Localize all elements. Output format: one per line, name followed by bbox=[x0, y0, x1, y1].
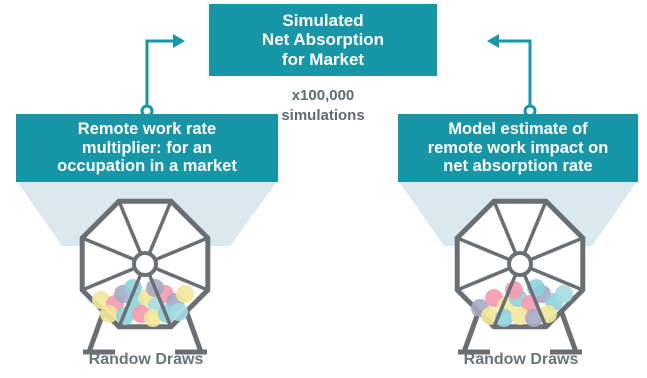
lottery-ball bbox=[481, 307, 499, 325]
simulation-count-value: x100,000 bbox=[291, 87, 355, 104]
lottery-wheel-icon bbox=[79, 198, 211, 355]
lottery-ball bbox=[170, 303, 188, 321]
right-box-line-2: remote work impact on bbox=[427, 138, 609, 157]
lottery-ball bbox=[511, 307, 529, 325]
lottery-ball bbox=[92, 291, 110, 309]
left-box-line-1: Remote work rate bbox=[77, 119, 217, 138]
arrow-right-icon bbox=[173, 34, 185, 48]
simulation-count-label: simulations bbox=[281, 106, 365, 124]
left-box-line-2: multiplier: for an bbox=[81, 138, 213, 157]
left-box-line-3: occupation in a market bbox=[57, 157, 237, 176]
lottery-ball bbox=[100, 305, 118, 323]
left-random-draws-label: Randow Draws bbox=[88, 351, 204, 368]
top-box-line-3: for Market bbox=[281, 49, 365, 69]
simulation-count: x100,000 simulations bbox=[272, 86, 374, 125]
right-connector-arrow bbox=[497, 39, 532, 112]
right-box-line-1: Model estimate of bbox=[448, 119, 588, 138]
remote-work-multiplier-box: Remote work rate multiplier: for an occu… bbox=[16, 114, 278, 182]
right-random-draws-label: Randow Draws bbox=[463, 351, 579, 368]
lottery-ball bbox=[555, 285, 573, 303]
lottery-ball bbox=[176, 285, 194, 303]
arrow-left-icon bbox=[487, 34, 499, 48]
top-box-line-1: Simulated bbox=[282, 10, 364, 30]
lottery-ball bbox=[144, 309, 162, 327]
left-connector-arrow bbox=[145, 39, 175, 112]
lottery-wheel-icon bbox=[454, 198, 586, 355]
top-box-line-2: Net Absorption bbox=[261, 30, 385, 50]
simulated-net-absorption-box: Simulated Net Absorption for Market bbox=[209, 4, 437, 76]
wheel-hub bbox=[132, 251, 158, 277]
right-box-line-3: net absorption rate bbox=[443, 157, 593, 176]
wheel-hub bbox=[507, 251, 533, 277]
model-estimate-box: Model estimate of remote work impact on … bbox=[398, 114, 638, 182]
lottery-ball bbox=[525, 309, 543, 327]
